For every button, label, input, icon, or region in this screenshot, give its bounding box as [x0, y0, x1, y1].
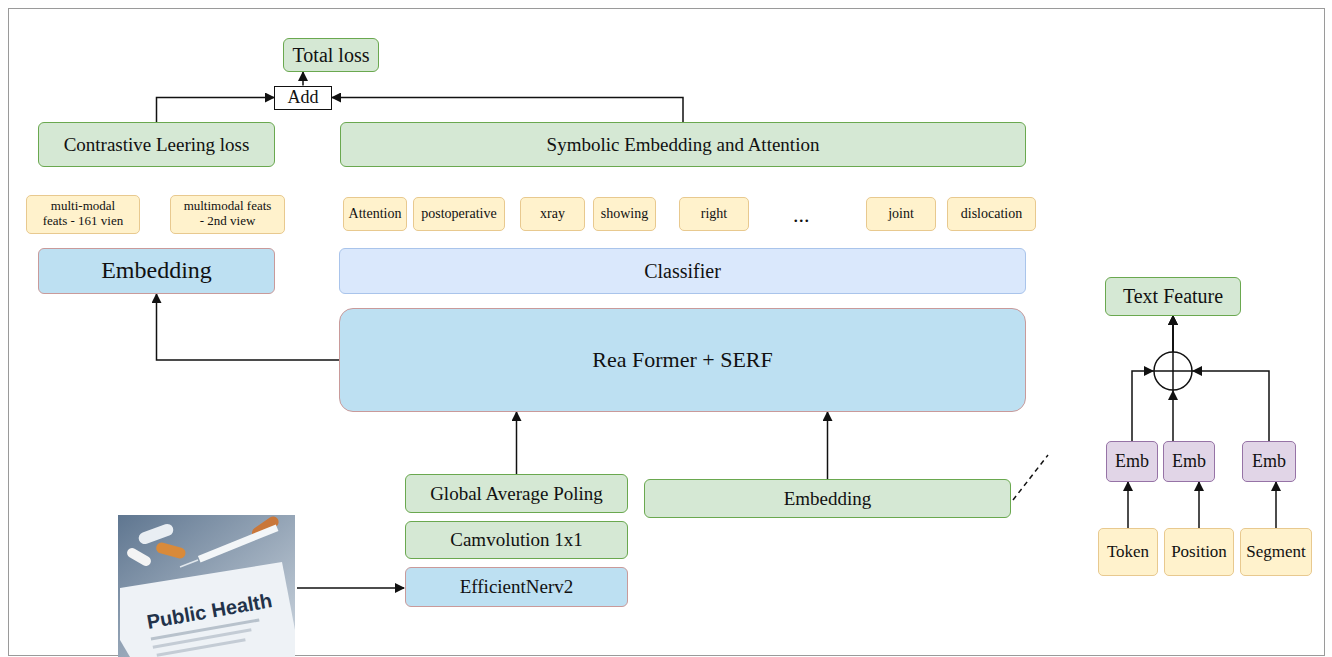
process-box: Text Feature	[1105, 277, 1241, 316]
node-text: joint	[888, 206, 914, 222]
node-text: showing	[601, 206, 648, 222]
node-text: Token	[1107, 542, 1149, 562]
arrow-head	[1144, 366, 1154, 376]
token-box: xray	[520, 197, 585, 231]
process-box: Total loss	[283, 38, 379, 72]
pill	[125, 546, 153, 568]
embedding-box: Emb	[1163, 441, 1215, 482]
node-text: Emb	[1115, 451, 1149, 472]
photo-ground	[118, 515, 295, 657]
token-box: postoperative	[413, 197, 505, 231]
node-text: multimodal feats - 2nd view	[183, 199, 273, 229]
token-box: Position	[1164, 528, 1234, 576]
embedding-box: Emb	[1242, 441, 1296, 482]
process-box: Contrastive Leering loss	[38, 122, 275, 167]
figure-frame	[9, 9, 1325, 656]
ellipsis-text: ...	[793, 203, 810, 227]
detail-leader	[1013, 455, 1048, 500]
token-box: right	[679, 197, 749, 231]
node-text: dislocation	[961, 206, 1022, 222]
node-text: Classifier	[644, 260, 721, 283]
paper-sheet	[120, 562, 295, 657]
node-text: EfficientNerv2	[460, 576, 574, 598]
input-arrow	[297, 587, 404, 589]
arrow-head	[1168, 390, 1178, 400]
flow-arrow	[1127, 482, 1129, 528]
sum-box: Add	[274, 86, 332, 110]
paper-line	[157, 638, 246, 657]
process-box: Symbolic Embedding and Attention	[340, 122, 1026, 167]
node-text: xray	[540, 206, 565, 222]
classifier-box: Classifier	[339, 248, 1026, 294]
paper-line	[153, 628, 252, 648]
node-text: Attention	[349, 206, 402, 222]
node-text: multi-modal feats - 161 vien	[38, 199, 128, 229]
node-text: postoperative	[421, 206, 496, 222]
flow-arrow	[1275, 482, 1277, 528]
process-box: Camvolution 1x1	[405, 521, 628, 559]
token-box: multi-modal feats - 161 vien	[26, 195, 140, 234]
token-box: Segment	[1240, 528, 1312, 576]
node-text: Add	[288, 87, 319, 108]
node-text: Symbolic Embedding and Attention	[547, 134, 820, 156]
module-box: EfficientNerv2	[405, 567, 628, 607]
node-text: Total loss	[293, 44, 370, 67]
node-text: Embedding	[784, 488, 872, 510]
pill	[155, 541, 187, 559]
sum-circle	[1154, 352, 1192, 390]
public-health-photo	[118, 514, 295, 657]
process-box: Global Average Poling	[405, 474, 628, 513]
token-box: multimodal feats - 2nd view	[170, 195, 285, 234]
flow-arrow	[157, 98, 275, 123]
arrow-head	[1192, 366, 1202, 376]
token-box: Token	[1098, 528, 1158, 576]
photo-caption: Public Health	[145, 589, 274, 633]
node-text: Contrastive Leering loss	[64, 134, 250, 156]
token-box: joint	[866, 197, 936, 231]
token-box: showing	[593, 197, 656, 231]
token-box: dislocation	[947, 197, 1036, 231]
node-text: right	[701, 206, 727, 222]
module-box: Embedding	[38, 248, 275, 294]
node-text: Embedding	[101, 257, 212, 285]
process-box: Embedding	[644, 479, 1011, 518]
node-text: Emb	[1172, 451, 1206, 472]
flow-arrow	[827, 412, 829, 479]
node-text: Global Average Poling	[430, 483, 603, 505]
flow-arrow	[332, 98, 683, 123]
node-text: Camvolution 1x1	[450, 529, 582, 551]
transformer-block: Rea Former + SERF	[339, 308, 1026, 412]
node-text: Segment	[1246, 542, 1306, 562]
plus-sign	[1172, 352, 1174, 390]
embedding-box: Emb	[1106, 441, 1158, 482]
flow-arrow	[157, 294, 340, 360]
node-text: Emb	[1252, 451, 1286, 472]
pill	[137, 522, 175, 546]
syringe-needle	[180, 560, 198, 567]
token-box: Attention	[343, 197, 407, 231]
node-text: Text Feature	[1123, 285, 1223, 308]
flow-arrow	[302, 72, 304, 86]
flow-arrow	[516, 412, 518, 474]
syringe	[198, 524, 279, 562]
node-text: Position	[1171, 542, 1227, 562]
flow-arrow	[1198, 482, 1200, 528]
node-text: Rea Former + SERF	[592, 347, 772, 372]
